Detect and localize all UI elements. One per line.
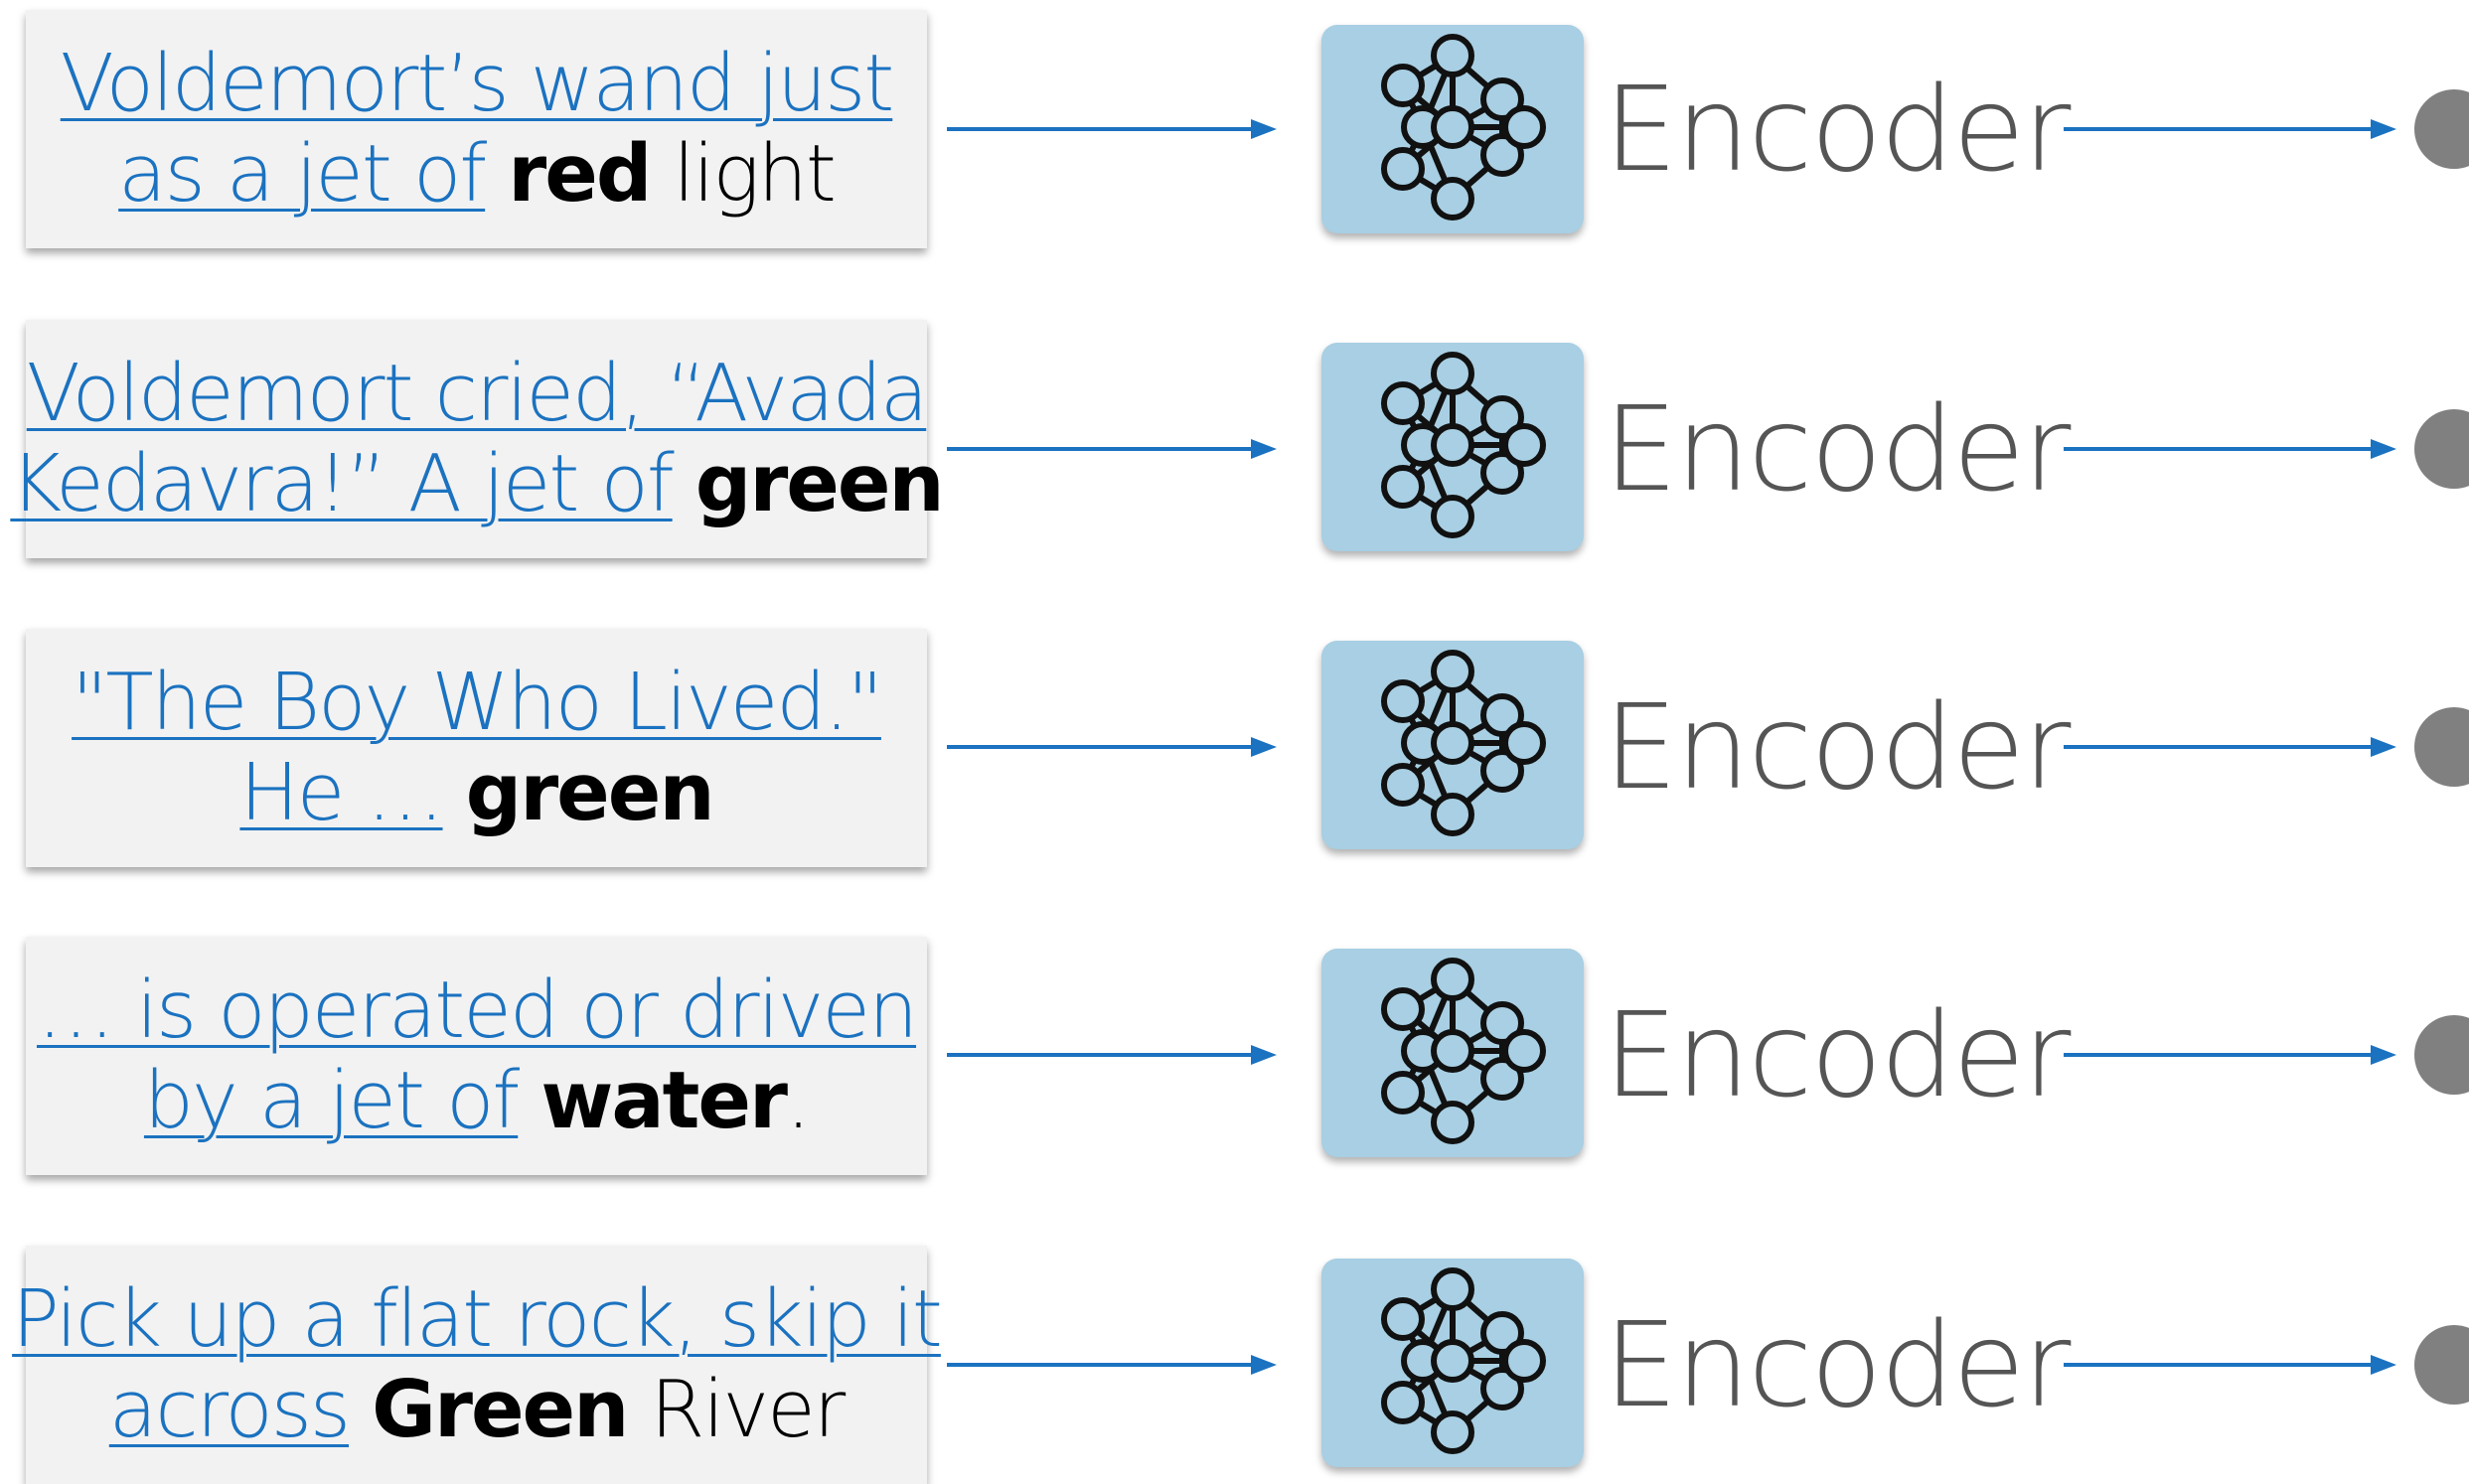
context-span: He … (239, 747, 444, 838)
encoder-label: Encoder (1604, 61, 2071, 198)
embedding-dot-icon (2414, 707, 2469, 787)
input-arrow (947, 119, 1277, 139)
trailing-text (349, 1364, 372, 1455)
input-arrow (947, 439, 1277, 459)
encoder-label: Encoder (1604, 1296, 2071, 1433)
context-span: … is operated or driven (36, 965, 918, 1056)
input-arrow (947, 1355, 1277, 1375)
context-line: Kedavra!” A jet of green (10, 438, 945, 529)
context-span: Voldemort’s wand just (60, 38, 895, 129)
trailing-text (673, 438, 695, 529)
context-line: Pick up a flat rock, skip it (12, 1273, 943, 1365)
trailing-text (518, 1055, 540, 1146)
context-span: by a jet of (143, 1055, 520, 1146)
context-span: as a jet of (118, 128, 487, 220)
context-line: Voldemort cried, “Avada (26, 348, 929, 439)
target-word: green (694, 438, 945, 529)
neural-network-icon (1353, 644, 1552, 846)
context-line: as a jet of red light (118, 128, 837, 220)
input-arrow (947, 737, 1277, 757)
context-span: "The Boy Who Lived." (72, 657, 883, 748)
trailing-text (443, 747, 466, 838)
context-span: Kedavra!” A jet of (10, 438, 674, 529)
context-span: Pick up a flat rock, skip it (12, 1273, 943, 1365)
neural-network-icon (1353, 28, 1552, 230)
encoder-label: Encoder (1604, 986, 2071, 1123)
encoder-box (1321, 949, 1584, 1157)
output-arrow (2064, 119, 2396, 139)
encoder-box (1321, 641, 1584, 849)
output-arrow (2064, 439, 2396, 459)
embedding-dot-icon (2414, 89, 2469, 169)
encoder-label: Encoder (1604, 678, 2071, 816)
context-span: Voldemort cried, “Avada (26, 348, 929, 439)
embedding-dot-icon (2414, 1015, 2469, 1095)
neural-network-icon (1353, 346, 1552, 548)
target-word: water (540, 1055, 788, 1146)
context-line: across Green River (108, 1364, 847, 1455)
target-word: Green (372, 1364, 629, 1455)
context-line: He … green (239, 747, 715, 838)
encoder-box (1321, 343, 1584, 551)
target-word: red (508, 128, 652, 220)
input-arrow (947, 1045, 1277, 1065)
trailing-text: . (785, 1055, 811, 1146)
context-span: across (108, 1364, 351, 1455)
output-arrow (2064, 1045, 2396, 1065)
embedding-dot-icon (2414, 1325, 2469, 1405)
context-line: Voldemort’s wand just (60, 38, 895, 129)
trailing-text: light (650, 128, 836, 220)
encoder-box (1321, 25, 1584, 233)
context-line: by a jet of water. (143, 1055, 811, 1146)
trailing-text: River (627, 1364, 847, 1455)
encoder-box (1321, 1259, 1584, 1467)
context-line: "The Boy Who Lived." (72, 657, 883, 748)
embedding-dot-icon (2414, 409, 2469, 489)
context-line: … is operated or driven (36, 965, 918, 1056)
trailing-text (485, 128, 508, 220)
encoder-label: Encoder (1604, 380, 2071, 518)
neural-network-icon (1353, 1261, 1552, 1464)
output-arrow (2064, 737, 2396, 757)
target-word: green (465, 747, 715, 838)
neural-network-icon (1353, 952, 1552, 1154)
output-arrow (2064, 1355, 2396, 1375)
context-text-box: "The Boy Who Lived."He … green (26, 629, 927, 867)
